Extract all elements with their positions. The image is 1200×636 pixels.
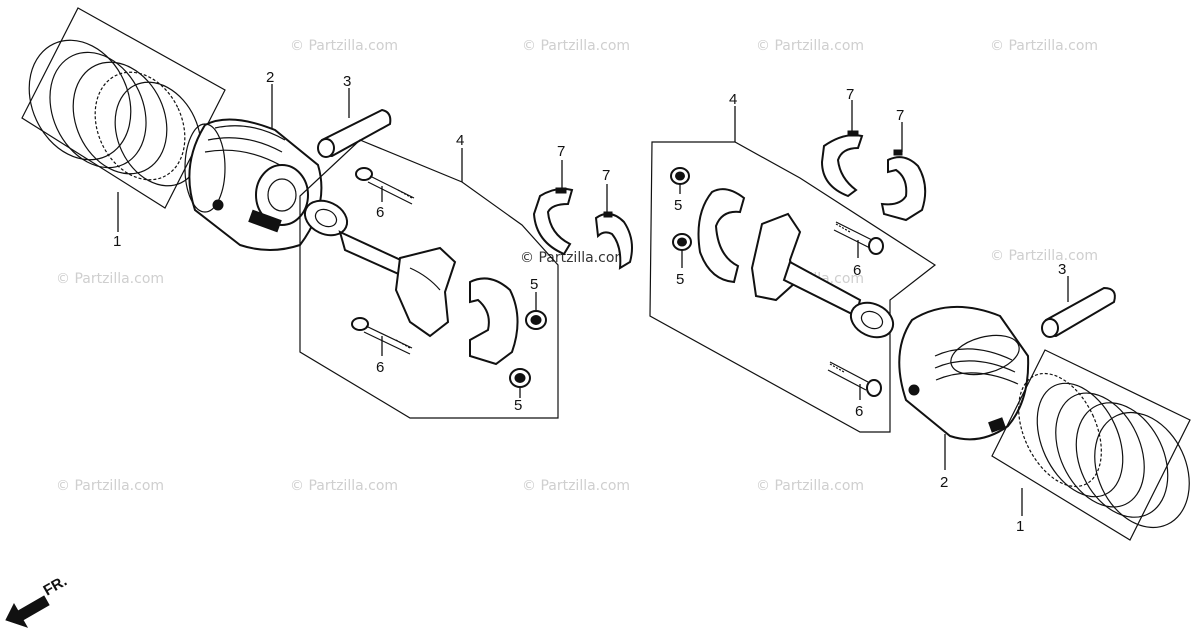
piston-rings-right [991,349,1191,541]
rod-nut-left-a [525,310,547,330]
watermark: © Partzilla.com [290,478,398,494]
rod-nut-left-b [509,368,531,388]
connecting-rod-left [303,199,457,338]
callout-bearing-right-a: 7 [846,86,854,103]
watermark-layer: © Partzilla.com © Partzilla.com © Partzi… [56,38,1098,494]
watermark: © Partzilla.com [522,478,630,494]
rod-group-outline-left [299,139,559,419]
rod-bolt-left-b [351,317,413,355]
callout-piston-left: 2 [266,69,274,86]
piston-right [898,306,1030,441]
front-arrow: FR. [5,573,70,628]
bearing-left-b [594,211,633,270]
watermark: © Partzilla.com [756,478,864,494]
piston-rings-left [21,7,226,209]
rod-bolt-left-a [355,167,415,205]
callout-bolt-left-b: 6 [376,359,384,376]
bearing-right-b [880,149,927,222]
watermark: © Partzilla.com [522,38,630,54]
callout-bearing-right-b: 7 [896,107,904,124]
rod-bolt-right-b [827,361,882,397]
rod-cap-right [697,188,746,284]
bearing-left-a [532,187,574,256]
connecting-rod-right [750,212,895,339]
callout-nut-right-a: 5 [674,197,682,214]
callout-bearing-left-a: 7 [557,143,565,160]
callout-nut-left-b: 5 [514,397,522,414]
callout-piston-right: 2 [940,474,948,491]
callout-rod-group-left: 4 [456,132,464,149]
callout-nut-right-b: 5 [676,271,684,288]
front-label: FR. [41,573,70,600]
watermark: © Partzilla.com [990,38,1098,54]
piston-left [184,118,323,251]
callout-bolt-left-a: 6 [376,204,384,221]
callout-rod-group-right: 4 [729,91,737,108]
rod-nut-right-b [672,233,692,251]
callout-bolt-right-a: 6 [853,262,861,279]
callout-bearing-left-b: 7 [602,167,610,184]
piston-pin-right [1041,286,1116,338]
callout-pin-right: 3 [1058,261,1066,278]
callout-pin-left: 3 [343,73,351,90]
rod-group-outline-right [649,141,937,433]
callout-bolt-right-b: 6 [855,403,863,420]
watermark: © Partzilla.com [56,271,164,287]
watermark: © Partzilla.com [990,248,1098,264]
watermark: © Partzilla.com [56,478,164,494]
callout-nut-left-a: 5 [530,276,538,293]
watermark-dark: © Partzilla.com [520,250,628,266]
piston-pin-left [317,108,392,158]
bearing-right-a [820,130,864,198]
callout-ring-right: 1 [1016,518,1024,535]
rod-cap-left [469,277,519,366]
watermark: © Partzilla.com [290,38,398,54]
rod-nut-right-a [670,167,690,185]
front-arrow-icon [5,595,50,628]
callout-ring-left: 1 [113,233,121,250]
watermark: © Partzilla.com [756,38,864,54]
rod-bolt-right-a [833,221,884,255]
